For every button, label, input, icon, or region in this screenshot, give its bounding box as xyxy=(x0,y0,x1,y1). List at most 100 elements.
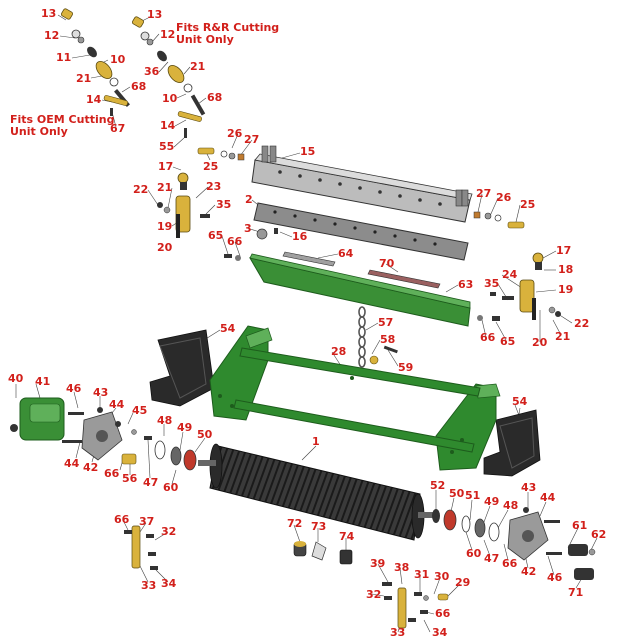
callout-label: 29 xyxy=(455,576,471,589)
callout-label: 73 xyxy=(311,520,327,533)
callout-label: 24 xyxy=(502,268,518,281)
callout-label: 54 xyxy=(512,395,528,408)
callout-label: 38 xyxy=(394,561,410,574)
note-rr-line2: Unit Only xyxy=(176,33,234,46)
callout-label: 46 xyxy=(547,571,563,584)
callout-label: 56 xyxy=(122,472,138,485)
callout-label: 44 xyxy=(540,491,556,504)
callout-label: 60 xyxy=(163,481,179,494)
callout-label: 48 xyxy=(503,499,519,512)
callout-label: 15 xyxy=(300,145,316,158)
callout-label: 42 xyxy=(521,565,537,578)
callout-label: 62 xyxy=(591,528,607,541)
callout-label: 68 xyxy=(207,91,223,104)
callout-label: 50 xyxy=(197,428,213,441)
callout-label: 66 xyxy=(227,235,243,248)
small-parts-72-74 xyxy=(293,541,353,565)
callout-label: 25 xyxy=(520,198,536,211)
callout-label: 57 xyxy=(378,316,394,329)
callout-label: 22 xyxy=(574,317,590,330)
callout-label: 21 xyxy=(190,60,206,73)
note-oem-line2: Unit Only xyxy=(10,125,68,138)
callout-label: 43 xyxy=(93,386,109,399)
callout-label: 34 xyxy=(432,626,448,639)
callout-label: 66 xyxy=(104,467,120,480)
callout-label: 20 xyxy=(157,241,173,254)
callout-label: 21 xyxy=(157,181,173,194)
callout-label: 20 xyxy=(532,336,548,349)
callout-label: 72 xyxy=(287,517,303,530)
callout-label: 12 xyxy=(44,29,60,42)
note-oem-line1: Fits OEM Cutting xyxy=(10,113,115,126)
callout-label: 22 xyxy=(133,183,149,196)
note-rr-cutting-unit: Fits R&R Cutting Unit Only xyxy=(176,22,279,46)
bottom-left-bracket xyxy=(124,525,158,570)
callout-label: 70 xyxy=(379,257,395,270)
callout-label: 50 xyxy=(449,487,465,500)
callout-label: 1 xyxy=(312,435,320,448)
callout-label: 71 xyxy=(568,586,584,599)
green-frame xyxy=(209,325,501,471)
callout-label: 13 xyxy=(41,7,57,20)
callout-label: 14 xyxy=(160,119,176,132)
bedknife-plate xyxy=(253,202,469,261)
callout-label: 11 xyxy=(56,51,72,64)
left-height-bracket xyxy=(157,172,191,238)
callout-label: 45 xyxy=(132,404,148,417)
callout-label: 19 xyxy=(558,283,574,296)
chain xyxy=(358,306,366,368)
top-bar xyxy=(251,145,473,223)
callout-label: 31 xyxy=(414,568,430,581)
callout-label: 66 xyxy=(435,607,451,620)
callout-label: 27 xyxy=(244,133,260,146)
callout-label: 27 xyxy=(476,187,492,200)
callout-label: 60 xyxy=(466,547,482,560)
callout-label: 65 xyxy=(208,229,224,242)
callout-label: 63 xyxy=(458,278,474,291)
callout-label: 26 xyxy=(227,127,243,140)
callout-label: 37 xyxy=(139,515,155,528)
leader-lines xyxy=(15,14,598,633)
right-height-bracket xyxy=(519,252,561,320)
callout-label: 65 xyxy=(500,335,516,348)
callout-label: 36 xyxy=(144,65,160,78)
callout-label: 59 xyxy=(398,361,414,374)
callout-label: 26 xyxy=(496,191,512,204)
top-hardware xyxy=(197,147,525,321)
left-gearbox xyxy=(10,397,197,471)
cutting-reel xyxy=(198,443,438,541)
callout-label: 12 xyxy=(160,28,176,41)
callout-label: 34 xyxy=(161,577,177,590)
callout-label: 17 xyxy=(556,244,572,257)
note-rr-line1: Fits R&R Cutting xyxy=(176,21,280,34)
rr-adjuster-assembly xyxy=(132,16,206,138)
right-bearing-housing xyxy=(432,507,596,580)
note-oem-cutting-unit: Fits OEM Cutting Unit Only xyxy=(10,114,114,138)
callout-label: 18 xyxy=(558,263,574,276)
callout-label: 21 xyxy=(555,330,571,343)
callout-label: 67 xyxy=(110,122,126,135)
green-bedbar xyxy=(248,253,471,327)
callout-label: 58 xyxy=(380,333,396,346)
callout-label: 54 xyxy=(220,322,236,335)
callout-label: 25 xyxy=(203,160,219,173)
callout-label: 33 xyxy=(390,626,406,639)
callout-label: 55 xyxy=(159,140,175,153)
callout-label: 13 xyxy=(147,8,163,21)
shield-strip-left xyxy=(282,251,336,267)
callout-label: 49 xyxy=(177,421,193,434)
callout-label: 32 xyxy=(161,525,177,538)
callout-label: 19 xyxy=(157,220,173,233)
callout-label: 66 xyxy=(502,557,518,570)
side-plate-left xyxy=(149,329,215,407)
callout-label: 43 xyxy=(521,481,537,494)
callout-label: 32 xyxy=(366,588,382,601)
callout-label: 47 xyxy=(143,476,159,489)
callout-label: 14 xyxy=(86,93,102,106)
callout-label: 16 xyxy=(292,230,308,243)
callout-label: 39 xyxy=(370,557,386,570)
shield-strip-right xyxy=(367,269,441,289)
callout-label: 10 xyxy=(162,92,178,105)
